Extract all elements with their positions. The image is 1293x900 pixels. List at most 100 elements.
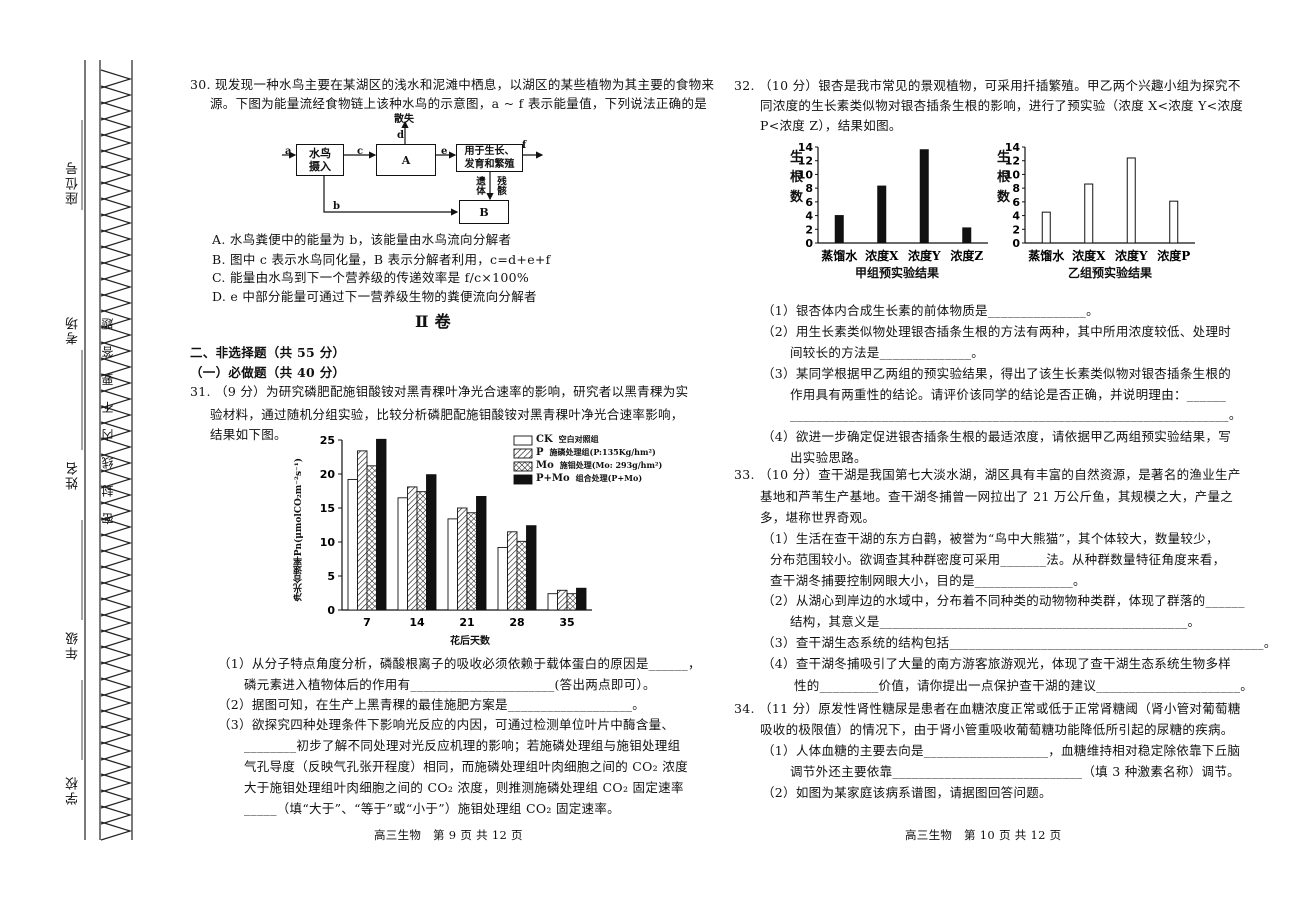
group-a-bar-0 — [834, 215, 844, 244]
seat-label: 座位号 — [66, 160, 81, 205]
legend-mo-note: 施钼处理(Mo: 293g/hm²) — [559, 460, 663, 470]
q31-bar-ck-day7 — [347, 478, 358, 611]
margin-chevron — [100, 805, 133, 825]
q31-line3: 结果如下图。 — [210, 427, 287, 442]
q30-option-c: C. 能量由水鸟到下一个营养级的传递效率是 f/c×100% — [212, 270, 530, 285]
group-b-y-tick-label: 10 — [1005, 168, 1021, 181]
group-a-y-tick-label: 4 — [805, 210, 813, 223]
legend-swatch-p-mo — [513, 474, 533, 485]
q31-y-tick-label: 20 — [320, 468, 336, 481]
q33-sub4-line2: 性的_________价值，请你提出一点保护查干湖的建议____________… — [794, 678, 1254, 693]
q31-bar-p-day21 — [457, 507, 468, 611]
label-f: f — [522, 140, 527, 151]
q31-x-tick-label: 7 — [363, 616, 371, 629]
q31-bar-p-day35 — [557, 589, 568, 611]
q31-bar-mo-day35 — [566, 593, 577, 611]
q34-line1: 34. （11 分）原发性肾性糖尿是患者在血糖浓度正常或低于正常肾糖阈（肾小管对… — [734, 701, 1241, 716]
margin-chevron — [100, 821, 133, 841]
margin-chevron — [100, 293, 133, 313]
q30-line1: 30. 现发现一种水鸟主要在某湖区的浅水和泥滩中栖息，以湖区的某些植物为其主要的… — [190, 77, 715, 92]
q33-sub3: （3）查干湖生态系统的结构包括_________________________… — [762, 635, 1277, 650]
q31-sub3-line1: （3）欲探究四种处理条件下影响光反应的内因，可通过检测单位叶片中酶含量、 — [218, 717, 675, 732]
q31-x-tick-label: 35 — [559, 616, 574, 629]
q31-bar-ck-day35 — [547, 593, 558, 611]
q33-sub2-line1: （2）从湖心到岸边的水域中，分布着不同种类的动物物种类群，体现了群落的_____… — [762, 593, 1245, 608]
legend-ck-note: 空白对照组 — [558, 434, 599, 444]
margin-chevron — [100, 517, 133, 537]
exam-room-label: 考场 — [66, 315, 81, 345]
q31-bar-mo-day21 — [466, 512, 477, 611]
group-b-x-tick-label: 浓度P — [1157, 248, 1190, 263]
waterbird-intake-box: 水鸟 摄入 — [296, 144, 344, 176]
margin-chevron — [100, 261, 133, 281]
group-a-y-tick-label: 0 — [805, 237, 813, 250]
grade-label: 年级 — [66, 630, 81, 660]
legend-swatch-mo — [513, 461, 533, 472]
margin-chevron — [100, 709, 133, 729]
q31-y-tick-label: 10 — [320, 536, 336, 549]
q31-bar-mo-day14 — [416, 491, 427, 611]
margin-chevron — [100, 581, 133, 601]
margin-chevron — [100, 661, 133, 681]
q31-bar-p-mo-day35 — [576, 587, 587, 611]
margin-chevron — [100, 69, 133, 89]
margin-chevron — [100, 229, 133, 249]
group-a-x-tick-label: 浓度Z — [950, 248, 983, 263]
q31-bar-ck-day14 — [397, 497, 408, 611]
margin-chevron — [100, 549, 133, 569]
margin-chevron — [100, 245, 133, 265]
group-a-x-tick-label: 浓度Y — [908, 248, 941, 263]
q32-sub3-line3: ________________________________________… — [790, 407, 1242, 422]
group-b-bar-1 — [1084, 183, 1094, 244]
part2-title: 二、非选择题（共 55 分） — [190, 345, 346, 360]
group-a-y-tick-label: 2 — [805, 223, 813, 236]
q30-option-d: D. e 中部分能量可通过下一营养级生物的粪便流向分解者 — [212, 289, 537, 304]
group-b-y-tick-label: 4 — [1012, 210, 1020, 223]
binding-margin-lines — [81, 60, 133, 841]
label-b: b — [333, 201, 340, 212]
q31-bar-p-day28 — [507, 531, 518, 611]
q31-chart-xlabel: 花后天数 — [450, 636, 490, 647]
q33-sub1-line2: 分布范围较小。欲调查其种群密度可采用_______法。从种群数量特征角度来看， — [770, 552, 1226, 567]
label-remnants: 残骸 — [495, 176, 506, 195]
q31-bar-ck-day21 — [447, 518, 458, 611]
q34-sub1-line2: 调节外还主要依靠_____________________________（填 … — [790, 764, 1240, 779]
growth-box: 用于生长、 发育和繁殖 — [456, 144, 523, 172]
q31-sub3-line3: 气孔导度（反映气孔张开程度）相同，而施磷处理组叶肉细胞之间的 CO₂ 浓度 — [244, 759, 688, 774]
q31-bar-p-mo-day7 — [376, 438, 387, 611]
group-b-bar-2 — [1126, 157, 1136, 244]
q31-bar-mo-day28 — [516, 540, 527, 611]
q31-sub3-line5: _____（填“大于”、“等于”或“小于”）施钼处理组 CO₂ 固定速率。 — [244, 801, 620, 816]
margin-chevron — [100, 501, 133, 521]
legend-mo-name: Mo — [536, 460, 554, 471]
right-page-footer: 高三生物 第 10 页 共 12 页 — [905, 828, 1062, 842]
q31-sub3-line2: ________初步了解不同处理对光反应机理的影响；若施磷处理组与施钼处理组 — [244, 738, 681, 753]
q31-chart-ylabel: 净光合速率Pn(μmolCO₂m⁻²s⁻¹) — [294, 458, 304, 602]
q31-bar-ck-day28 — [497, 546, 508, 611]
group-a-bar-3 — [962, 227, 972, 244]
q32-sub2-line2: 间较长的方法是______________。 — [790, 345, 985, 360]
margin-chevron — [100, 437, 133, 457]
q32-sub2-line1: （2）用生长素类似物处理银杏插条生根的方法有两种，其中所用浓度较低、处理时 — [762, 324, 1232, 339]
q31-bar-p-mo-day21 — [476, 495, 487, 611]
margin-chevron — [100, 565, 133, 585]
margin-chevron — [100, 677, 133, 697]
q33-line2: 基地和芦苇生产基地。查干湖冬捕曾一网拉出了 21 万公斤鱼，其规模之大，产量之 — [760, 489, 1234, 504]
group-b-x-tick-label: 蒸馏水 — [1028, 248, 1065, 263]
label-c: c — [357, 146, 364, 157]
margin-chevron — [100, 741, 133, 761]
margin-chevron — [100, 405, 133, 425]
q30-option-a: A. 水鸟粪便中的能量为 b，该能量由水鸟流向分解者 — [212, 232, 512, 247]
energy-flow-arrows — [282, 120, 544, 216]
margin-chevron — [100, 149, 133, 169]
q31-line1: 31. （9 分）为研究磷肥配施钼酸铵对黑青稞叶净光合速率的影响，研究者以黑青稞… — [190, 384, 689, 399]
group-a-y-tick-label: 10 — [798, 168, 814, 181]
section-title: Ⅱ 卷 — [415, 312, 451, 331]
margin-chevron — [100, 309, 133, 329]
seal-text: 密 封 线 内 不 要 答 题 — [101, 312, 115, 525]
group-b-bar-0 — [1041, 211, 1051, 244]
q31-y-tick-label: 0 — [327, 604, 335, 617]
group-b-x-tick-label: 浓度Y — [1115, 248, 1148, 263]
